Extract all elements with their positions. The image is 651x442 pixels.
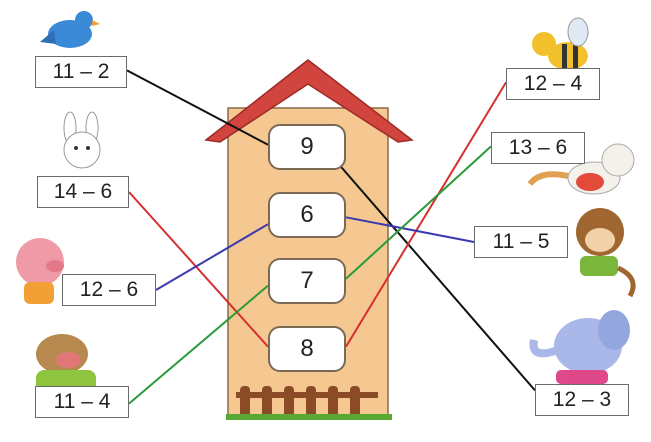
connection-line-c12_6-w6 (155, 223, 269, 291)
pig-icon (16, 238, 64, 304)
window-7[interactable]: 7 (268, 258, 346, 304)
connection-lines (126, 69, 536, 405)
cat-icon (527, 143, 635, 195)
window-6[interactable]: 6 (268, 192, 346, 238)
window-9[interactable]: 9 (268, 124, 346, 170)
window-8[interactable]: 8 (268, 326, 346, 372)
expression-card-11-2[interactable]: 11 – 2 (35, 56, 127, 88)
monkey-icon (576, 208, 636, 298)
connection-line-c12_4-w8 (345, 81, 507, 348)
fence (226, 386, 392, 420)
connection-line-c11_2-w9 (126, 69, 269, 146)
house-roof (204, 59, 414, 143)
bee-icon (532, 17, 589, 70)
expression-card-12-4[interactable]: 12 – 4 (506, 68, 600, 100)
connection-line-c14_6-w8 (128, 191, 269, 348)
expression-card-13-6[interactable]: 13 – 6 (491, 132, 585, 164)
expression-card-12-3[interactable]: 12 – 3 (535, 384, 629, 416)
connection-line-c13_6-w7 (345, 145, 492, 280)
connection-line-c11_4-w7 (128, 284, 269, 405)
expression-card-11-4[interactable]: 11 – 4 (35, 386, 129, 418)
expression-card-12-6[interactable]: 12 – 6 (62, 274, 156, 306)
expression-card-14-6[interactable]: 14 – 6 (37, 176, 129, 208)
bird-icon (40, 11, 100, 48)
connection-line-c12_3-w9 (339, 164, 536, 392)
connection-line-c11_5-w6 (345, 216, 475, 243)
expression-card-11-5[interactable]: 11 – 5 (474, 226, 568, 258)
rabbit-icon (63, 111, 101, 169)
elephant-icon (529, 310, 630, 384)
